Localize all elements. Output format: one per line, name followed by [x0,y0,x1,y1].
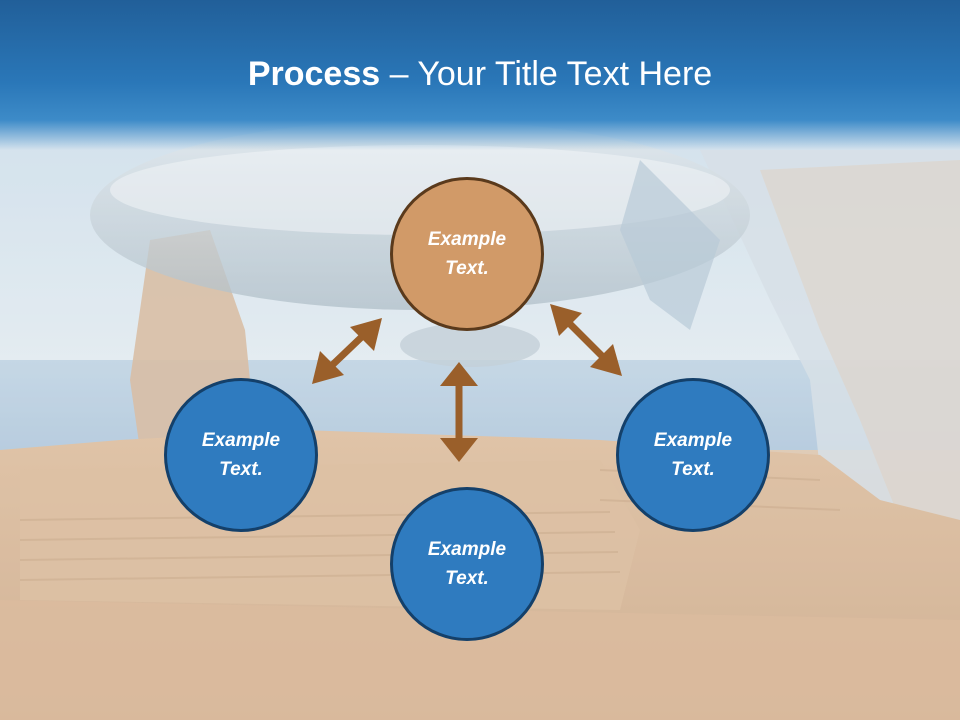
node-top-line1: Example [427,229,507,250]
slide-title: Process – Your Title Text Here [0,52,960,96]
title-bold-text: Process [247,55,381,93]
arrow-vertical [440,362,478,462]
node-right-line2: Text. [671,459,715,480]
node-bottom-line2: Text. [445,568,489,589]
arrow-right-diagonal [550,304,622,376]
process-node-right[interactable]: Example Text. [616,378,770,532]
title-bar [0,0,960,150]
node-right-line1: Example [653,430,733,451]
process-node-bottom[interactable]: Example Text. [390,487,544,641]
arrow-left-diagonal [312,318,382,384]
title-rest-text: – Your Title Text Here [380,55,713,93]
node-left-line2: Text. [219,459,263,480]
node-top-line2: Text. [445,258,489,279]
process-node-left[interactable]: Example Text. [164,378,318,532]
node-bottom-line1: Example [427,539,507,560]
process-node-top[interactable]: Example Text. [390,177,544,331]
node-left-line1: Example [201,430,281,451]
